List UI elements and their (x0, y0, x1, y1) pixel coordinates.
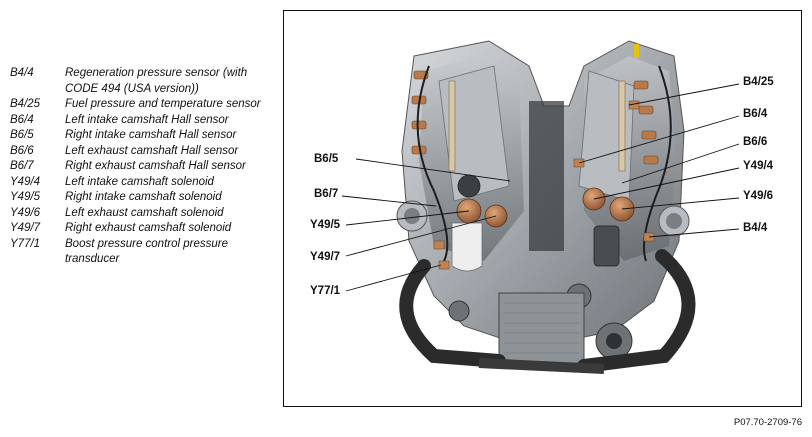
callout-b6-7: B6/7 (314, 188, 339, 200)
callout-b6-4: B6/4 (743, 108, 768, 120)
callout-y49-7: Y49/7 (310, 251, 341, 263)
legend-desc: Right exhaust camshaft solenoid (65, 222, 232, 234)
callout-y49-5: Y49/5 (310, 219, 341, 231)
leader-lines (341, 83, 740, 292)
legend-code: B6/6 (10, 144, 34, 157)
callout-y49-4: Y49/4 (743, 160, 774, 172)
legend-row: Y77/1 Boost pressure control pressure tr… (10, 237, 272, 268)
legend-code: B6/4 (10, 113, 34, 126)
legend-code: Y49/4 (10, 175, 41, 188)
legend-code: B6/7 (10, 160, 34, 172)
callout-b4-4: B4/4 (743, 222, 768, 234)
legend-row: B6/6 Left exhaust camshaft Hall sensor (10, 144, 272, 160)
legend-row: Y49/6 Left exhaust camshaft solenoid (10, 206, 272, 222)
legend-desc: Boost pressure control pressure transduc… (65, 237, 228, 266)
legend: B4/4 Regeneration pressure sensor (with … (10, 66, 272, 268)
legend-code: B4/4 (10, 67, 34, 79)
legend-desc: Left exhaust camshaft solenoid (65, 206, 224, 219)
legend-row: B6/5 Right intake camshaft Hall sensor (10, 128, 272, 144)
legend-code: B4/25 (10, 98, 41, 110)
legend-row: B4/25 Fuel pressure and temperature sens… (10, 97, 272, 113)
callout-b6-5: B6/5 (314, 153, 339, 165)
legend-row: B6/4 Left intake camshaft Hall sensor (10, 113, 272, 129)
legend-desc: Fuel pressure and temperature sensor (65, 98, 261, 110)
legend-row: B4/4 Regeneration pressure sensor (with … (10, 66, 272, 97)
legend-desc: Left exhaust camshaft Hall sensor (65, 144, 239, 157)
engine-illustration (341, 40, 740, 374)
legend-desc: Right intake camshaft solenoid (65, 191, 222, 203)
legend-row: Y49/5 Right intake camshaft solenoid (10, 190, 272, 206)
callout-y77-1: Y77/1 (310, 285, 341, 297)
callout-b6-6: B6/6 (743, 136, 768, 148)
legend-desc: Left intake camshaft Hall sensor (65, 113, 229, 126)
callout-y49-6: Y49/6 (743, 190, 774, 202)
legend-row: B6/7 Right exhaust camshaft Hall sensor (10, 159, 272, 175)
legend-code: Y77/1 (10, 237, 41, 250)
legend-code: Y49/7 (10, 222, 41, 234)
figure-reference: P07.70-2709-76 (733, 417, 802, 428)
legend-code: B6/5 (10, 129, 34, 141)
callout-b4-25: B4/25 (743, 76, 774, 88)
legend-desc: Right intake camshaft Hall sensor (65, 129, 237, 141)
legend-code: Y49/6 (10, 206, 41, 219)
engine-figure: B6/5 B6/7 Y49/5 Y49/7 Y77/1 B4/25 B6/4 B… (283, 10, 802, 407)
legend-desc: Regeneration pressure sensor (with CODE … (65, 67, 248, 95)
legend-desc: Left intake camshaft solenoid (65, 175, 214, 188)
engine-block (396, 40, 696, 374)
legend-row: Y49/4 Left intake camshaft solenoid (10, 175, 272, 191)
legend-desc: Right exhaust camshaft Hall sensor (65, 160, 246, 172)
legend-code: Y49/5 (10, 191, 41, 203)
legend-row: Y49/7 Right exhaust camshaft solenoid (10, 221, 272, 237)
